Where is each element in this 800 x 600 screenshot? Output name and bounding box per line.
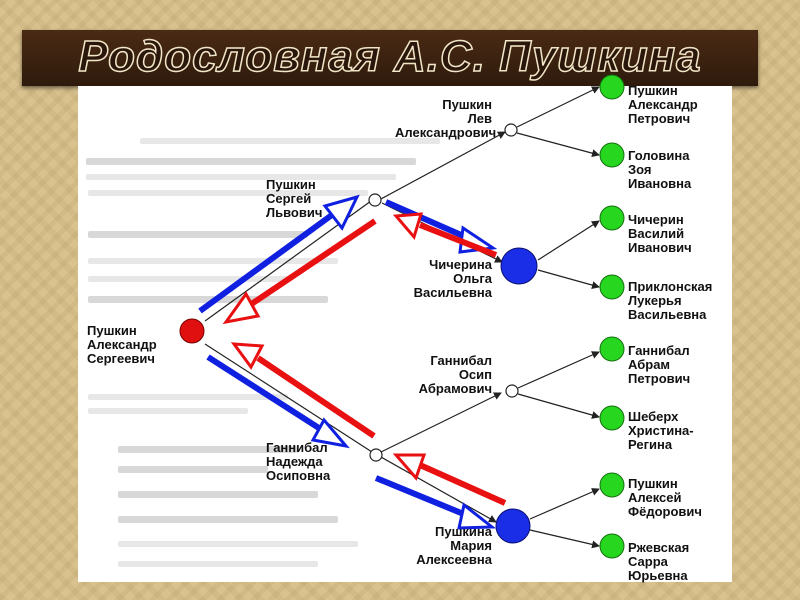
grandmother-node: [500, 247, 538, 285]
paternal-arrowhead: [310, 417, 350, 449]
maternal-arrowhead: [392, 212, 424, 241]
ancestor-node: [599, 274, 625, 300]
paternal-arrow: [384, 199, 470, 241]
person-label-alexander-sergeevich: Пушкин Александр Сергеевич: [87, 323, 157, 366]
paternal-arrowhead: [322, 194, 360, 231]
background-text-line: [88, 394, 288, 400]
connector-line: [517, 393, 600, 419]
background-text-line: [86, 174, 396, 180]
maternal-arrowhead: [230, 342, 265, 370]
person-label-alexander-petrovich: Пушкин Александр Петрович: [628, 83, 698, 126]
mother-node: [369, 448, 383, 462]
connector-line: [537, 269, 600, 289]
connector-line: [380, 392, 502, 453]
person-label-osip-abramovich: Ганнибал Осип Абрамович: [418, 353, 492, 396]
ancestor-node: [599, 336, 625, 362]
maternal-arrowhead: [392, 453, 427, 481]
ancestor-node: [599, 472, 625, 498]
person-label-olga-vasilyevna: Чичерина Ольга Васильевна: [413, 257, 492, 300]
person-label-vasily-ivanovich: Чичерин Василий Иванович: [628, 212, 692, 255]
page-title: Родословная А.С. Пушкина: [78, 31, 702, 82]
connector-line: [537, 220, 600, 261]
background-text-line: [118, 516, 338, 523]
root-node: [179, 318, 205, 344]
person-label-zoya-ivanovna: Головина Зоя Ивановна: [628, 148, 692, 191]
connector-line: [204, 343, 373, 453]
paternal-arrow: [198, 209, 338, 314]
background-text-line: [118, 541, 358, 547]
maternal-arrow: [248, 218, 377, 308]
ancestor-node: [599, 74, 625, 100]
connector-line: [529, 529, 600, 549]
connector-line: [378, 131, 506, 201]
person-label-sarra-yuryevna: Ржевская Сарра Юрьевна: [628, 540, 690, 583]
background-text-line: [118, 466, 268, 473]
connector-line: [529, 488, 600, 520]
ancestor-node: [599, 142, 625, 168]
background-text-line: [88, 296, 328, 303]
background-text-line: [118, 491, 318, 498]
person-label-alexey-fedorovich: Пушкин Алексей Фёдорович: [628, 476, 702, 519]
background-text-line: [86, 158, 416, 165]
background-text-line: [88, 408, 248, 414]
paternal-arrow: [374, 475, 468, 518]
ancestor-node: [599, 405, 625, 431]
ancestor-node: [599, 205, 625, 231]
connector-lines: [204, 86, 600, 549]
person-label-maria-alexeevna: Пушкина Мария Алексеевна: [416, 524, 492, 567]
person-label-khristina-regina: Шеберх Христина- Регина: [628, 409, 694, 452]
connector-line: [380, 456, 497, 523]
background-text-line: [88, 258, 338, 264]
background-text-line: [118, 561, 318, 567]
background-text-line: [118, 446, 298, 453]
maternal-arrow: [256, 355, 376, 439]
background-text-line: [88, 190, 368, 196]
nodes: [179, 74, 625, 559]
person-label-lukerya-vasilyevna: Приклонская Лукерья Васильевна: [628, 279, 713, 322]
ancestor-node: [599, 533, 625, 559]
connector-line: [516, 132, 600, 158]
person-label-abram-petrovich: Ганнибал Абрам Петрович: [628, 343, 691, 386]
maternal-arrowhead: [222, 291, 261, 325]
background-text-line: [88, 231, 308, 238]
background-text-line: [88, 276, 288, 282]
grandparent-node: [505, 384, 519, 398]
lineage-arrows: [198, 194, 507, 530]
background-text-line: [140, 138, 440, 144]
grandmother-node: [495, 508, 531, 544]
paternal-arrow: [206, 354, 324, 433]
connector-line: [517, 351, 600, 389]
grandparent-node: [504, 123, 518, 137]
father-node: [368, 193, 382, 207]
maternal-arrow: [418, 222, 498, 258]
connector-line: [516, 86, 600, 128]
person-label-sergey-lvovich: Пушкин Сергей Львович: [266, 177, 323, 220]
person-label-lev-alexandrovich: Пушкин Лев Александрович: [395, 97, 497, 140]
maternal-arrow: [418, 462, 507, 506]
paternal-arrowhead: [457, 502, 497, 530]
person-label-nadezhda-osipovna: Ганнибал Надежда Осиповна: [266, 440, 331, 483]
title-banner: Родословная А.С. Пушкина: [22, 30, 758, 86]
